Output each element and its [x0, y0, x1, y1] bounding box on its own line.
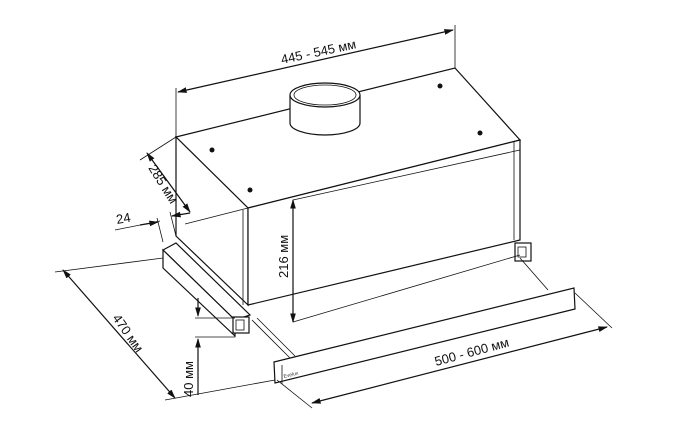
brand-logo: Evelux	[283, 370, 299, 380]
dim-panel-height: 40 мм	[181, 298, 235, 397]
front-panel	[273, 287, 576, 384]
dim-height: 216 мм	[276, 149, 521, 323]
front-face	[247, 139, 521, 306]
dim-height-label: 216 мм	[276, 235, 291, 278]
screw-hole	[247, 187, 253, 193]
dim-width-label: 445 - 545 мм	[280, 36, 358, 67]
left-bracket	[232, 316, 250, 334]
screw-hole	[437, 83, 443, 89]
screw-hole	[477, 130, 483, 136]
duct-collar	[289, 82, 361, 136]
hood-body	[174, 67, 522, 307]
screw-hole	[209, 147, 215, 153]
dim-offset-label: 24	[115, 210, 132, 227]
dim-depth-total-label: 470 мм	[110, 311, 147, 355]
dim-offset: 24	[115, 210, 191, 243]
right-bracket	[514, 242, 532, 262]
dim-panel-height-label: 40 мм	[181, 361, 196, 397]
